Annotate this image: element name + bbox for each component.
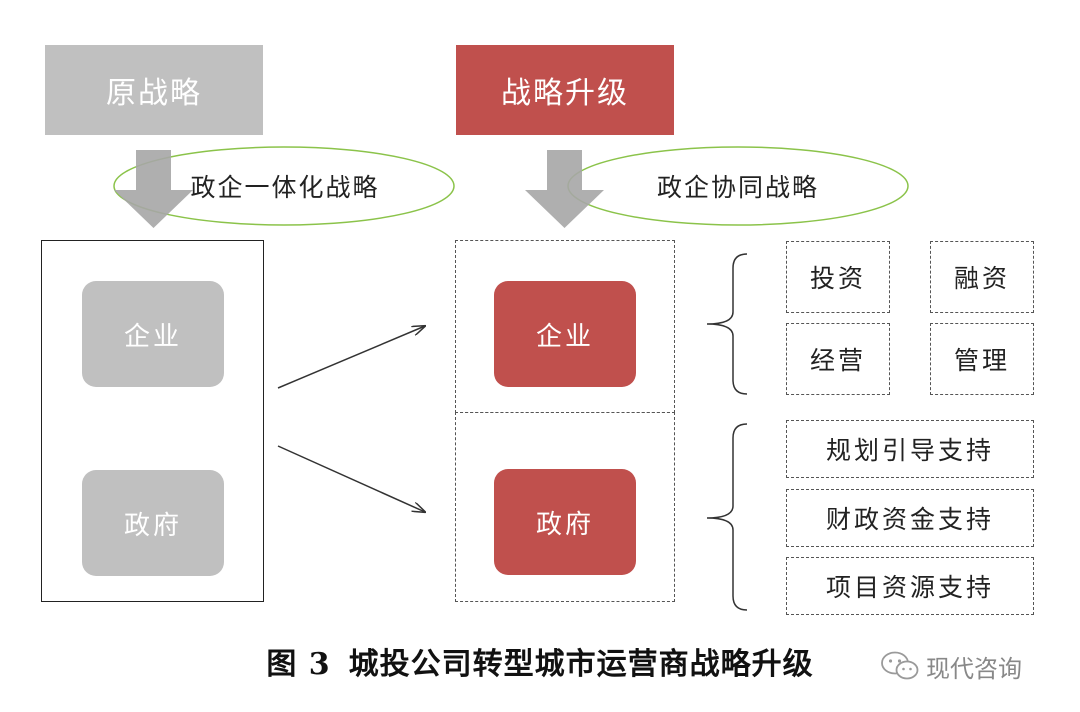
left-down-arrow-icon [114,150,193,228]
original-structure-panel [41,240,264,602]
arrow-to-government-icon [277,445,425,512]
arrow-to-enterprise-icon [277,326,425,389]
upgraded-government-panel [455,412,675,602]
function-investment: 投资 [786,241,890,313]
support-project-resources: 项目资源支持 [786,557,1034,615]
function-operation: 经营 [786,323,890,395]
function-management: 管理 [930,323,1034,395]
upgraded-government-node: 政府 [494,469,636,575]
figure-label: 图 3 [266,647,331,682]
government-brace-icon [706,423,748,611]
upgraded-enterprise-node: 企业 [494,281,636,387]
right-down-arrow-icon [525,150,604,228]
watermark-text: 现代咨询 [926,654,1022,683]
original-strategy-header: 原战略 [45,45,263,135]
figure-caption: 图 3 城投公司转型城市运营商战略升级 [0,636,1080,686]
wechat-icon [881,651,919,680]
upgraded-strategy-header: 战略升级 [456,45,674,135]
support-planning: 规划引导支持 [786,420,1034,478]
support-fiscal-funds: 财政资金支持 [786,489,1034,547]
left-strategy-label: 政企一体化战略 [190,173,380,202]
original-enterprise-node: 企业 [82,281,224,387]
function-financing: 融资 [930,241,1034,313]
original-government-node: 政府 [82,470,224,576]
figure-title: 城投公司转型城市运营商战略升级 [348,647,814,682]
enterprise-brace-icon [706,253,748,395]
right-strategy-label: 政企协同战略 [656,173,819,202]
left-strategy-oval [113,146,455,226]
watermark: 现代咨询 [880,646,1022,686]
